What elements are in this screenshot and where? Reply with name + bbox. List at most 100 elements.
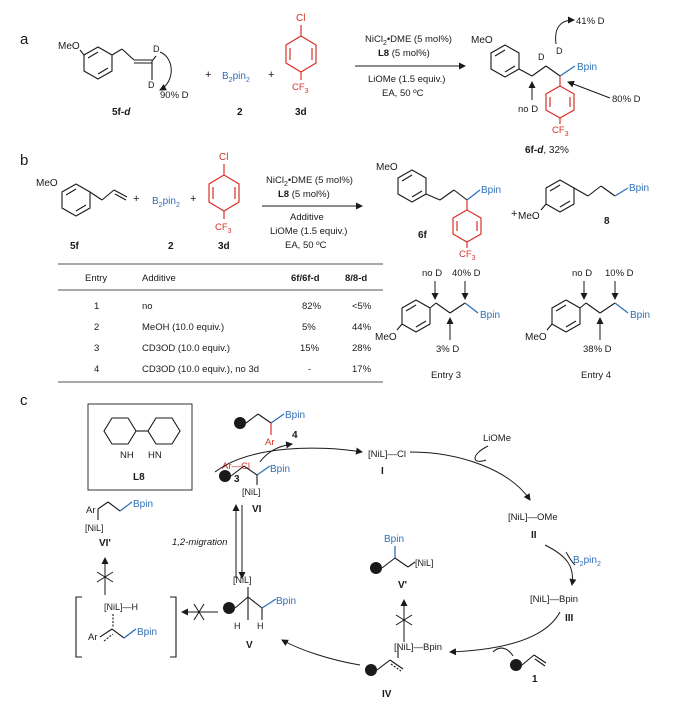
chloro-label: Cl — [219, 152, 228, 163]
substrate-5f-d: MeO D D 90% D 5f-d — [58, 41, 189, 118]
deuterium-incorporation: 40% D — [452, 268, 481, 279]
aryl-label: Ar — [86, 505, 96, 516]
compound-number: 2 — [168, 241, 174, 252]
condition-line: EA, 50 ºC — [285, 240, 327, 251]
condition-line: NiCl2•DME (5 mol%) — [266, 175, 353, 188]
amine-label: NH — [120, 450, 134, 461]
catalytic-arrow — [214, 447, 363, 473]
methoxy-label: MeO — [58, 41, 80, 52]
deuterium-incorporation: 38% D — [583, 344, 612, 355]
blocked-cross — [96, 571, 114, 583]
nickel-label: [NiL] — [85, 523, 104, 533]
curved-arrow — [159, 51, 172, 91]
panel-b-label: b — [20, 152, 28, 169]
methoxy-label: MeO — [375, 332, 397, 343]
methoxy-label: MeO — [518, 211, 540, 222]
alkyl-chain-dot — [510, 659, 522, 671]
bpin-label: Bpin — [285, 410, 305, 421]
panel-a-label: a — [20, 31, 29, 48]
table-cell: 4 — [94, 364, 99, 375]
compound-number: 1 — [532, 674, 538, 685]
panel-c: c NH HN L8 Bpin Ar 4 Ar—Cl 3 [NiL] — [20, 392, 601, 700]
hydrogen-label: H — [257, 621, 264, 631]
plus-sign: + — [133, 193, 139, 205]
bpin-label: Bpin — [629, 183, 649, 194]
intermediate-number: III — [565, 613, 574, 624]
intermediate-ii: [NiL]—OMe — [508, 512, 558, 523]
panel-b: b MeO 5f + B2pin2 2 + Cl CF3 3d NiC — [20, 152, 650, 383]
compound-number: 6f-d, 32% — [525, 145, 569, 156]
table-cell: CD3OD (10.0 equiv.), no 3d — [142, 364, 259, 375]
entry-4-structure: no D 10% D Bpin MeO 38% D Entry 4 — [525, 268, 650, 381]
bpin-label: Bpin — [270, 464, 290, 475]
intermediate-iii: [NiL]—Bpin — [530, 594, 578, 605]
bpin-label: Bpin — [577, 62, 597, 73]
alkyl-chain-dot — [370, 562, 382, 574]
condition-line: EA, 50 ºC — [382, 88, 424, 99]
arcl-label: Ar—Cl — [222, 461, 250, 472]
intermediate-number: VI' — [99, 538, 111, 549]
intermediate-v-prime: Bpin [NiL] V' — [370, 534, 434, 591]
intermediate-number: II — [531, 530, 537, 541]
bpin-label: Bpin — [384, 534, 404, 545]
entry-label: Entry 3 — [431, 370, 461, 381]
deuterium-label: D — [556, 46, 563, 56]
condition-line: LiOMe (1.5 equiv.) — [368, 74, 445, 85]
hydrogen-label: H — [234, 621, 241, 631]
intermediate-iv: [NiL]—Bpin IV — [365, 642, 442, 700]
ligand-label: L8 — [133, 472, 145, 483]
catalytic-arrow — [409, 451, 531, 501]
table-cell: - — [308, 364, 311, 375]
plus-sign: + — [268, 69, 274, 81]
table-cell: no — [142, 301, 153, 312]
compound-number: 5f — [70, 241, 80, 252]
intermediate-vi: Bpin [NiL] VI — [219, 464, 290, 515]
aryl-chloride-3d: Cl CF3 3d — [285, 13, 317, 118]
aryl-chloride-3d: Cl CF3 3d — [208, 152, 240, 252]
table-header: Entry — [85, 273, 107, 284]
compound-number: 5f-d — [112, 107, 131, 118]
chloro-label: Cl — [296, 13, 305, 24]
trifluoromethyl-label: CF3 — [292, 82, 309, 95]
compound-number: 6f — [418, 230, 428, 241]
table-cell: 3 — [94, 343, 99, 354]
methoxy-label: MeO — [376, 162, 398, 173]
deuterium-incorporation: no D — [572, 268, 592, 279]
product-6f: MeO Bpin CF3 6f — [376, 162, 501, 262]
table-cell: 2 — [94, 322, 99, 333]
table-header: 8/8-d — [345, 273, 367, 284]
table-cell: 5% — [302, 322, 316, 333]
catalytic-arrow — [259, 441, 293, 463]
intermediate-number: V' — [398, 580, 407, 591]
condition-line: NiCl2•DME (5 mol%) — [365, 34, 452, 47]
catalytic-arrow — [281, 639, 361, 666]
condition-line: L8 (5 mol%) — [378, 48, 430, 59]
product-8: Bpin MeO 8 — [518, 179, 649, 227]
substrate-1: 1 — [492, 647, 547, 685]
deuterium-incorporation: no D — [518, 104, 538, 115]
substrate-5f: MeO 5f — [36, 178, 128, 252]
bpin-label: Bpin — [630, 310, 650, 321]
amine-label: HN — [148, 450, 162, 461]
intermediate-number: VI — [252, 504, 262, 515]
intermediate-v: Bpin [NiL] H H V — [223, 575, 296, 651]
compound-number: 3d — [218, 241, 230, 252]
condition-line: LiOMe (1.5 equiv.) — [270, 226, 347, 237]
table-cell: 44% — [352, 322, 372, 333]
catalytic-arrow — [474, 445, 489, 462]
aryl-label: Ar — [265, 437, 275, 448]
trifluoromethyl-label: CF3 — [459, 249, 476, 262]
intermediate-vi-prime: Ar Bpin [NiL] VI' — [85, 499, 153, 549]
blocked-cross — [193, 603, 205, 621]
blocked-cross — [395, 614, 413, 626]
b2pin2-label: B2pin2 — [152, 196, 180, 209]
table-cell: CD3OD (10.0 equiv.) — [142, 343, 230, 354]
plus-sign: + — [190, 193, 196, 205]
bpin-label: Bpin — [480, 310, 500, 321]
table-header: Additive — [142, 273, 176, 284]
deuterium-incorporation: 80% D — [612, 94, 641, 105]
catalytic-arrow — [449, 611, 561, 656]
condition-line: L8 (5 mol%) — [278, 189, 330, 200]
deuterium-incorporation: 10% D — [605, 268, 634, 279]
